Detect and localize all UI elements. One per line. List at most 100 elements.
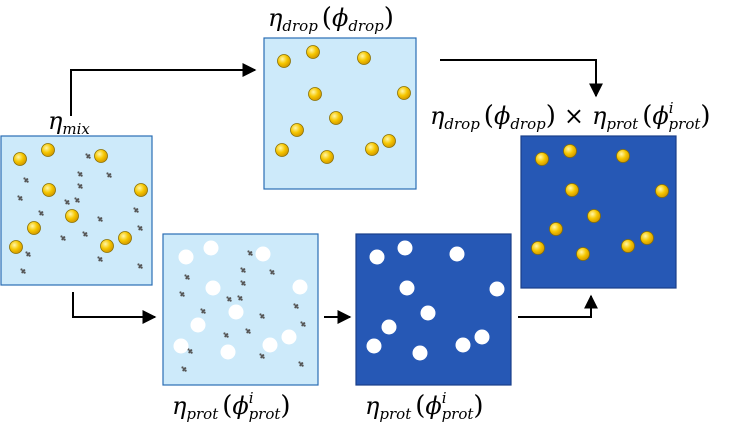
protein <box>247 250 253 256</box>
protein <box>20 268 26 274</box>
droplet <box>277 54 291 68</box>
void <box>420 305 436 321</box>
droplet <box>100 239 114 253</box>
droplet <box>42 183 56 197</box>
protein <box>25 251 31 257</box>
droplet <box>397 86 411 100</box>
void <box>190 317 206 333</box>
arrow-mix-to-prot <box>72 292 157 324</box>
void <box>228 304 244 320</box>
droplet <box>329 111 343 125</box>
droplet <box>655 184 669 198</box>
protein <box>17 195 23 201</box>
label-eta-mix: ηmix <box>48 107 90 138</box>
protein <box>97 216 103 222</box>
protein <box>240 280 246 286</box>
void <box>366 338 382 354</box>
droplet <box>65 209 79 223</box>
droplet <box>290 123 304 137</box>
droplet <box>382 134 396 148</box>
arrow-prot-to-product <box>518 294 598 318</box>
void <box>455 337 471 353</box>
protein <box>77 183 83 189</box>
protein <box>64 199 70 205</box>
protein <box>97 256 103 262</box>
void <box>489 281 505 297</box>
void <box>397 240 413 256</box>
void <box>399 280 415 296</box>
droplet <box>531 241 545 255</box>
voids-prot-dark <box>366 240 505 361</box>
droplet <box>306 45 320 59</box>
droplet <box>94 149 108 163</box>
void <box>173 338 189 354</box>
droplet <box>357 51 371 65</box>
arrow-mix-to-drop <box>70 63 257 116</box>
void <box>205 280 221 296</box>
droplets-product <box>531 144 669 261</box>
droplet <box>308 87 322 101</box>
droplet <box>27 221 41 235</box>
void <box>178 249 194 265</box>
droplet <box>563 144 577 158</box>
droplet <box>587 209 601 223</box>
droplet <box>565 183 579 197</box>
protein <box>226 296 232 302</box>
protein <box>38 210 44 216</box>
droplet <box>275 143 289 157</box>
droplet <box>320 150 334 164</box>
protein <box>23 177 29 183</box>
protein <box>187 348 193 354</box>
void <box>449 246 465 262</box>
protein <box>60 235 66 241</box>
protein <box>240 267 246 273</box>
protein <box>133 207 139 213</box>
proteins-mix <box>17 153 143 274</box>
droplet <box>640 231 654 245</box>
droplet <box>9 240 23 254</box>
void <box>255 246 271 262</box>
droplet <box>41 143 55 157</box>
void <box>412 345 428 361</box>
droplet <box>616 149 630 163</box>
proteins-prot-light <box>179 250 306 372</box>
void <box>220 344 236 360</box>
protein <box>293 303 299 309</box>
protein <box>184 274 190 280</box>
protein <box>245 328 251 334</box>
droplet <box>365 142 379 156</box>
void <box>262 337 278 353</box>
void <box>203 240 219 256</box>
protein <box>181 366 187 372</box>
protein <box>223 332 229 338</box>
protein <box>300 321 306 327</box>
void <box>381 319 397 335</box>
label-eta-drop: ηdrop(ϕdrop) <box>268 3 394 35</box>
protein <box>179 291 185 297</box>
droplet <box>118 231 132 245</box>
protein <box>77 171 83 177</box>
protein <box>259 353 265 359</box>
droplets-drop <box>275 45 411 164</box>
void <box>474 329 490 345</box>
droplets-mix <box>9 143 148 254</box>
voids-prot-light <box>173 240 308 360</box>
protein <box>298 361 304 367</box>
arrow-drop-to-product <box>440 59 603 98</box>
protein <box>259 313 265 319</box>
droplet <box>134 183 148 197</box>
protein <box>200 308 206 314</box>
protein <box>269 269 275 275</box>
droplet <box>621 239 635 253</box>
protein <box>85 153 91 159</box>
void <box>281 329 297 345</box>
void <box>292 279 308 295</box>
protein <box>106 172 112 178</box>
droplet <box>549 222 563 236</box>
droplet <box>576 247 590 261</box>
droplet <box>13 152 27 166</box>
